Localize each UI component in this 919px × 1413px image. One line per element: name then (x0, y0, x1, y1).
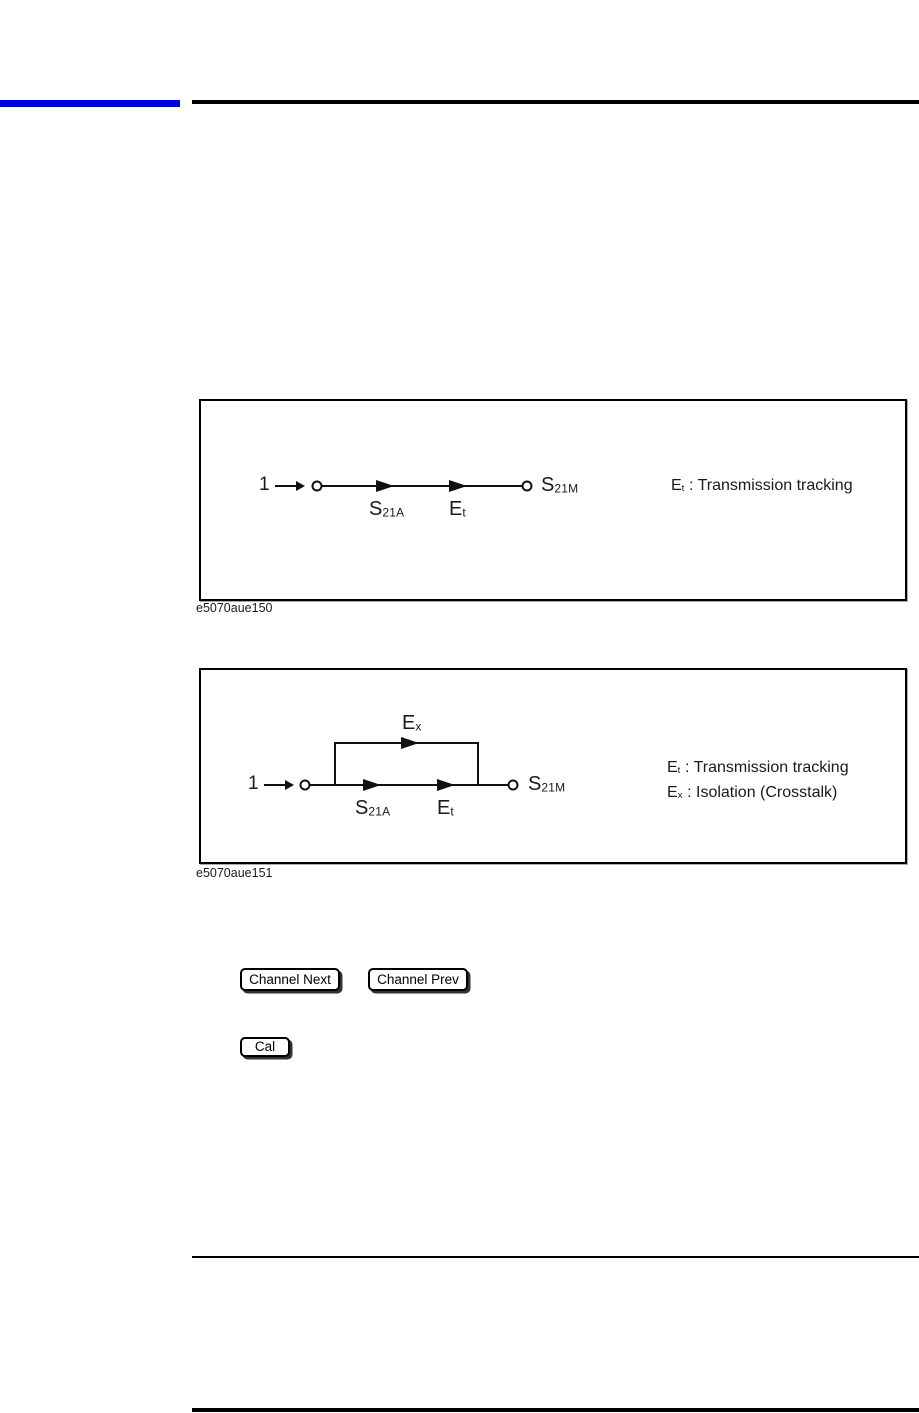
edge-label-s21a: S21A (369, 498, 405, 520)
figure-caption: e5070aue151 (196, 866, 273, 880)
flow-arrowhead-icon (449, 480, 467, 492)
edge-label-s21a: S21A (355, 797, 391, 819)
figure-legend: Et : Transmission tracking (671, 475, 853, 500)
input-arrowhead-icon (285, 780, 294, 790)
flow-arrowhead-icon (363, 779, 381, 791)
node-circle-left (299, 779, 311, 791)
node-label-s21m: S21M (541, 474, 579, 496)
node-circle-right (507, 779, 519, 791)
flow-arrowhead-icon (376, 480, 394, 492)
edge-label-et: Et (449, 498, 466, 520)
legend-entry: Et : Transmission tracking (667, 759, 849, 777)
edge-label-ex: Ex (402, 712, 422, 734)
node-label-s21m: S21M (528, 773, 566, 795)
node-circle-left (311, 480, 323, 492)
input-arrowhead-icon (296, 481, 305, 491)
legend-entry: Ex : Isolation (Crosstalk) (667, 784, 838, 802)
input-node-label: 1 (259, 474, 270, 495)
figure-legend: Et : Transmission tracking Ex : Isolatio… (667, 757, 849, 807)
section-accent-bar (0, 100, 180, 107)
flow-arrowhead-icon (437, 779, 455, 791)
bypass-arrowhead-icon (401, 737, 419, 749)
crosstalk-bypass-path (334, 742, 479, 785)
cal-button[interactable]: Cal (240, 1037, 290, 1057)
node-circle-right (521, 480, 533, 492)
channel-prev-button[interactable]: Channel Prev (368, 968, 468, 991)
input-node-label: 1 (248, 773, 259, 794)
footer-rule-thin (192, 1256, 919, 1258)
legend-entry: Et : Transmission tracking (671, 477, 853, 495)
figure-box-transmission-tracking: 1 S21A Et S21M Et : Transmission trackin… (199, 399, 907, 601)
signal-flow-diagram-1 (275, 480, 533, 492)
channel-next-button[interactable]: Channel Next (240, 968, 340, 991)
figure-caption: e5070aue150 (196, 601, 273, 615)
signal-flow-diagram-2 (264, 737, 519, 791)
header-rule (192, 100, 919, 104)
edge-label-et: Et (437, 797, 454, 819)
figure-box-isolation-crosstalk: Ex 1 S21A Et S21M Et : Transmission trac… (199, 668, 907, 864)
footer-rule-thick (192, 1408, 919, 1412)
